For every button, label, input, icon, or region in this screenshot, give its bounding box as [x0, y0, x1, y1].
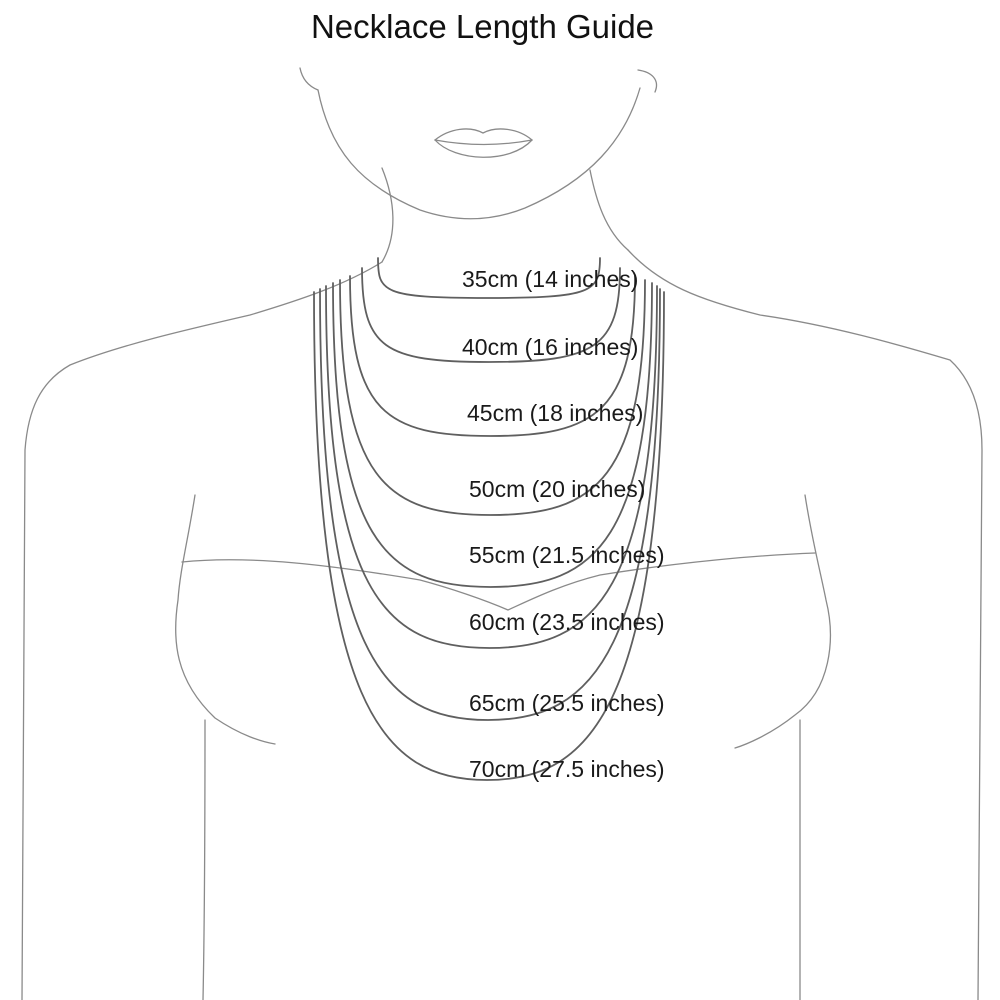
- necklace-chain-65cm: [319, 288, 661, 721]
- length-label-35cm: 35cm (14 inches): [462, 266, 639, 292]
- necklace-chain-50cm: [339, 279, 646, 516]
- necklace-chain-35cm: [377, 257, 601, 299]
- length-label-40cm: 40cm (16 inches): [462, 334, 639, 360]
- necklace-chain-45cm: [349, 275, 636, 437]
- upper-lip: [434, 128, 533, 141]
- length-label-55cm: 55cm (21.5 inches): [469, 542, 665, 568]
- neck-left: [381, 167, 394, 263]
- necklace-chain-70cm: [313, 291, 665, 781]
- left-torso-side: [202, 719, 206, 1000]
- lower-lip: [434, 139, 533, 158]
- jaw-line: [317, 87, 641, 220]
- necklace-chains: [313, 257, 665, 781]
- left-arm-inner: [174, 494, 276, 745]
- right-arm-inner: [734, 494, 831, 749]
- left-ear: [299, 67, 319, 91]
- guide-title: Necklace Length Guide: [310, 8, 655, 45]
- torso-outline: [21, 67, 983, 1000]
- mouth-line: [434, 139, 533, 146]
- length-label-70cm: 70cm (27.5 inches): [469, 756, 665, 782]
- length-label-50cm: 50cm (20 inches): [469, 476, 646, 502]
- length-label-45cm: 45cm (18 inches): [467, 400, 644, 426]
- length-label-60cm: 60cm (23.5 inches): [469, 609, 665, 635]
- left-shoulder: [21, 261, 383, 1000]
- right-ear: [637, 69, 658, 93]
- necklace-chain-55cm: [332, 282, 653, 588]
- right-shoulder: [627, 249, 983, 1000]
- length-label-65cm: 65cm (25.5 inches): [469, 690, 665, 716]
- neck-right: [589, 169, 629, 251]
- necklace-chain-40cm: [361, 267, 621, 363]
- necklace-chain-60cm: [325, 285, 658, 649]
- top-neckline: [181, 552, 816, 611]
